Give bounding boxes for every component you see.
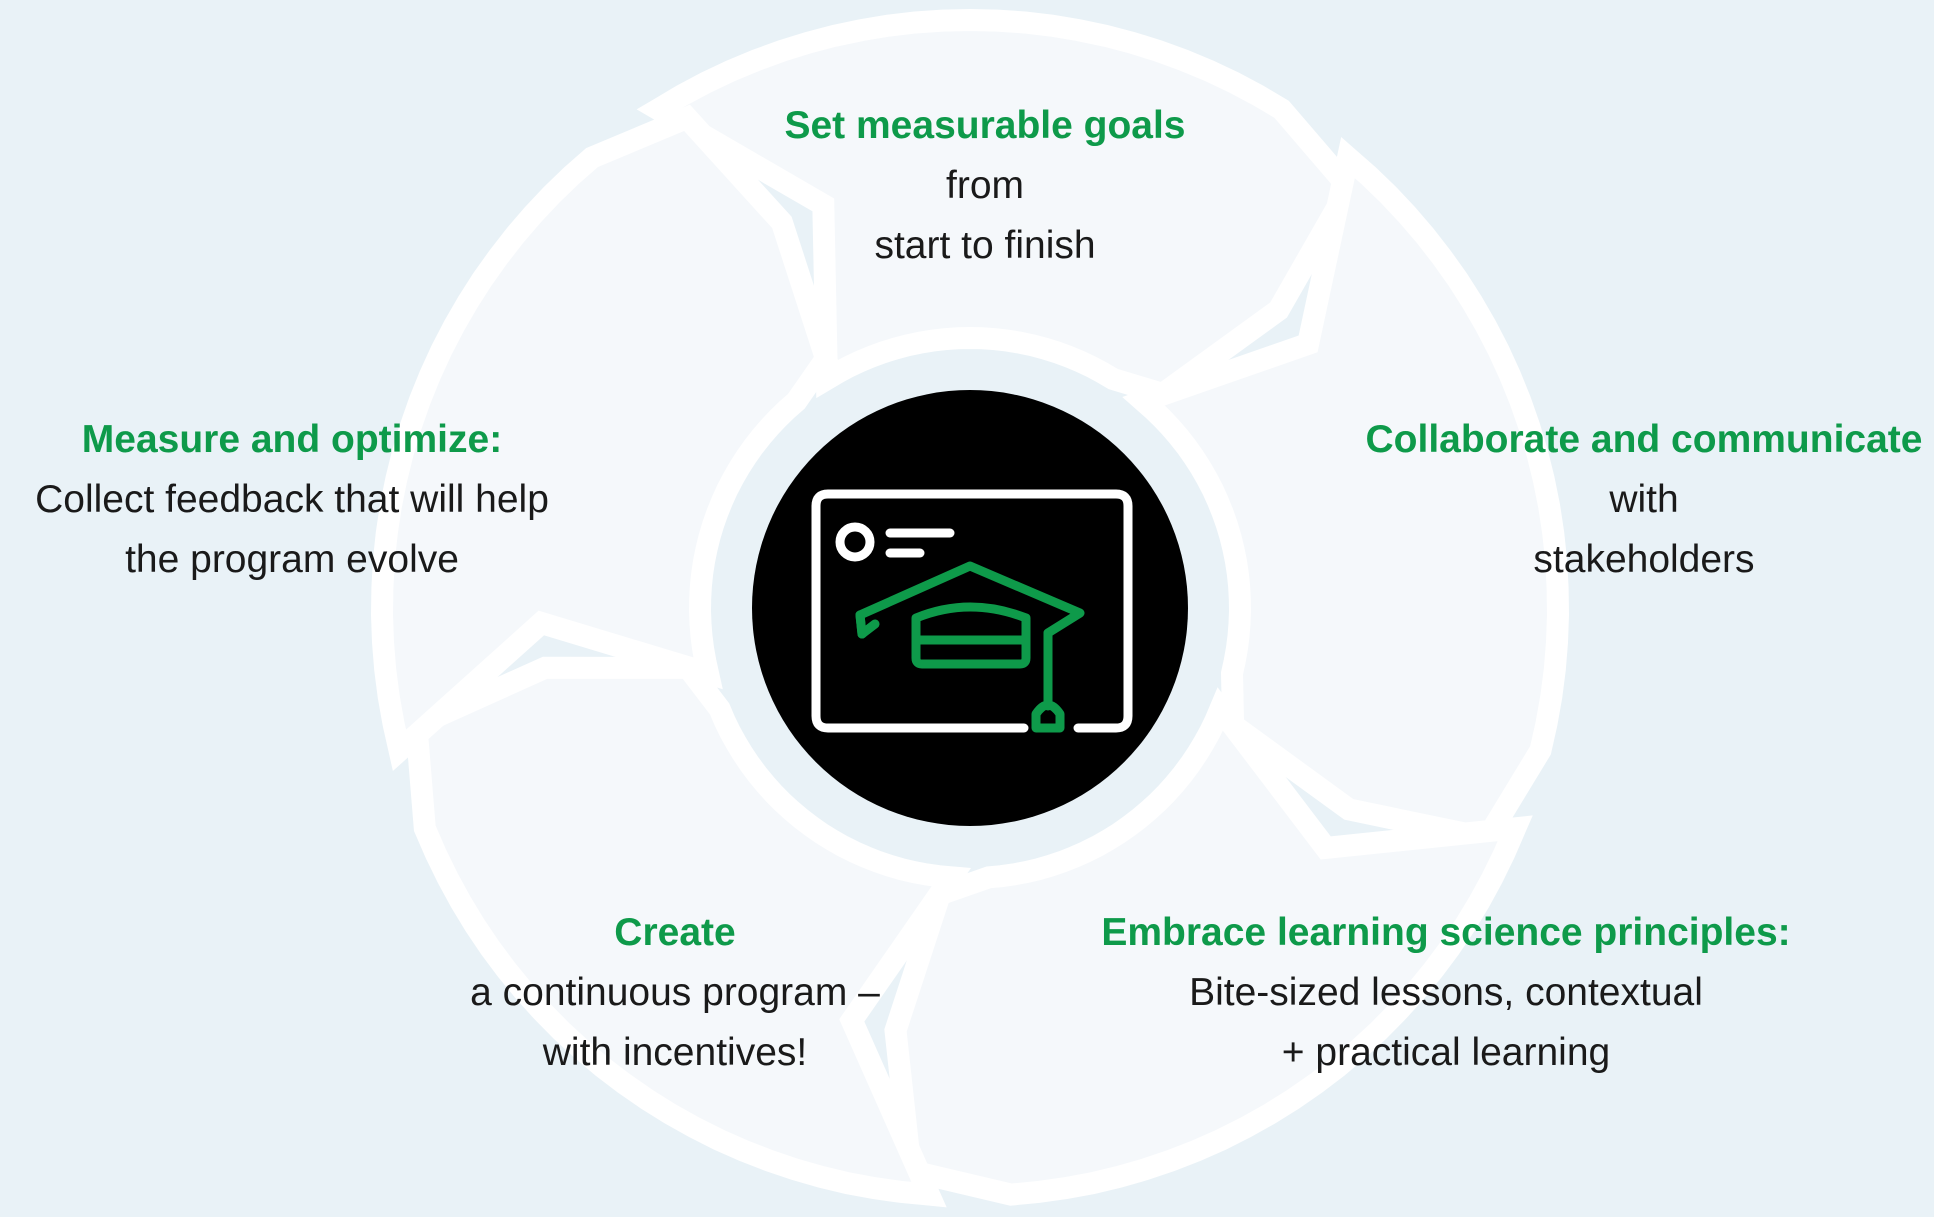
step-title: Measure and optimize: — [81, 418, 503, 461]
step-collaborate: Collaborate and communicate with stakeho… — [1354, 410, 1934, 590]
step-title: Set measurable goals — [784, 104, 1186, 147]
segment-measure — [370, 104, 839, 772]
step-text-line: Collect feedback that will help — [35, 478, 549, 521]
step-learning-science: Embrace learning science principles: Bit… — [1090, 903, 1802, 1083]
step-measure: Measure and optimize: Collect feedback t… — [0, 410, 584, 590]
step-text-line: start to finish — [874, 224, 1096, 267]
step-text-line: stakeholders — [1533, 538, 1755, 581]
center-badge — [752, 390, 1188, 826]
step-text-line: a continuous program – — [470, 971, 880, 1014]
step-title: Collaborate and communicate — [1365, 418, 1923, 461]
step-text-line: with — [1609, 478, 1679, 521]
step-create: Create a continuous program – with incen… — [445, 903, 905, 1083]
step-title: Create — [614, 911, 736, 954]
step-title: Embrace learning science principles: — [1101, 911, 1791, 954]
cycle-segments — [370, 8, 1570, 1208]
step-text-line: the program evolve — [125, 538, 459, 581]
step-text-line: + practical learning — [1281, 1031, 1611, 1074]
step-set-goals: Set measurable goals from start to finis… — [770, 96, 1200, 276]
graduation-cap-on-screen-icon — [811, 489, 1133, 733]
step-text-line: from — [946, 164, 1024, 207]
step-text-line: Bite-sized lessons, contextual — [1189, 971, 1703, 1014]
step-text-line: with incentives! — [542, 1031, 808, 1074]
